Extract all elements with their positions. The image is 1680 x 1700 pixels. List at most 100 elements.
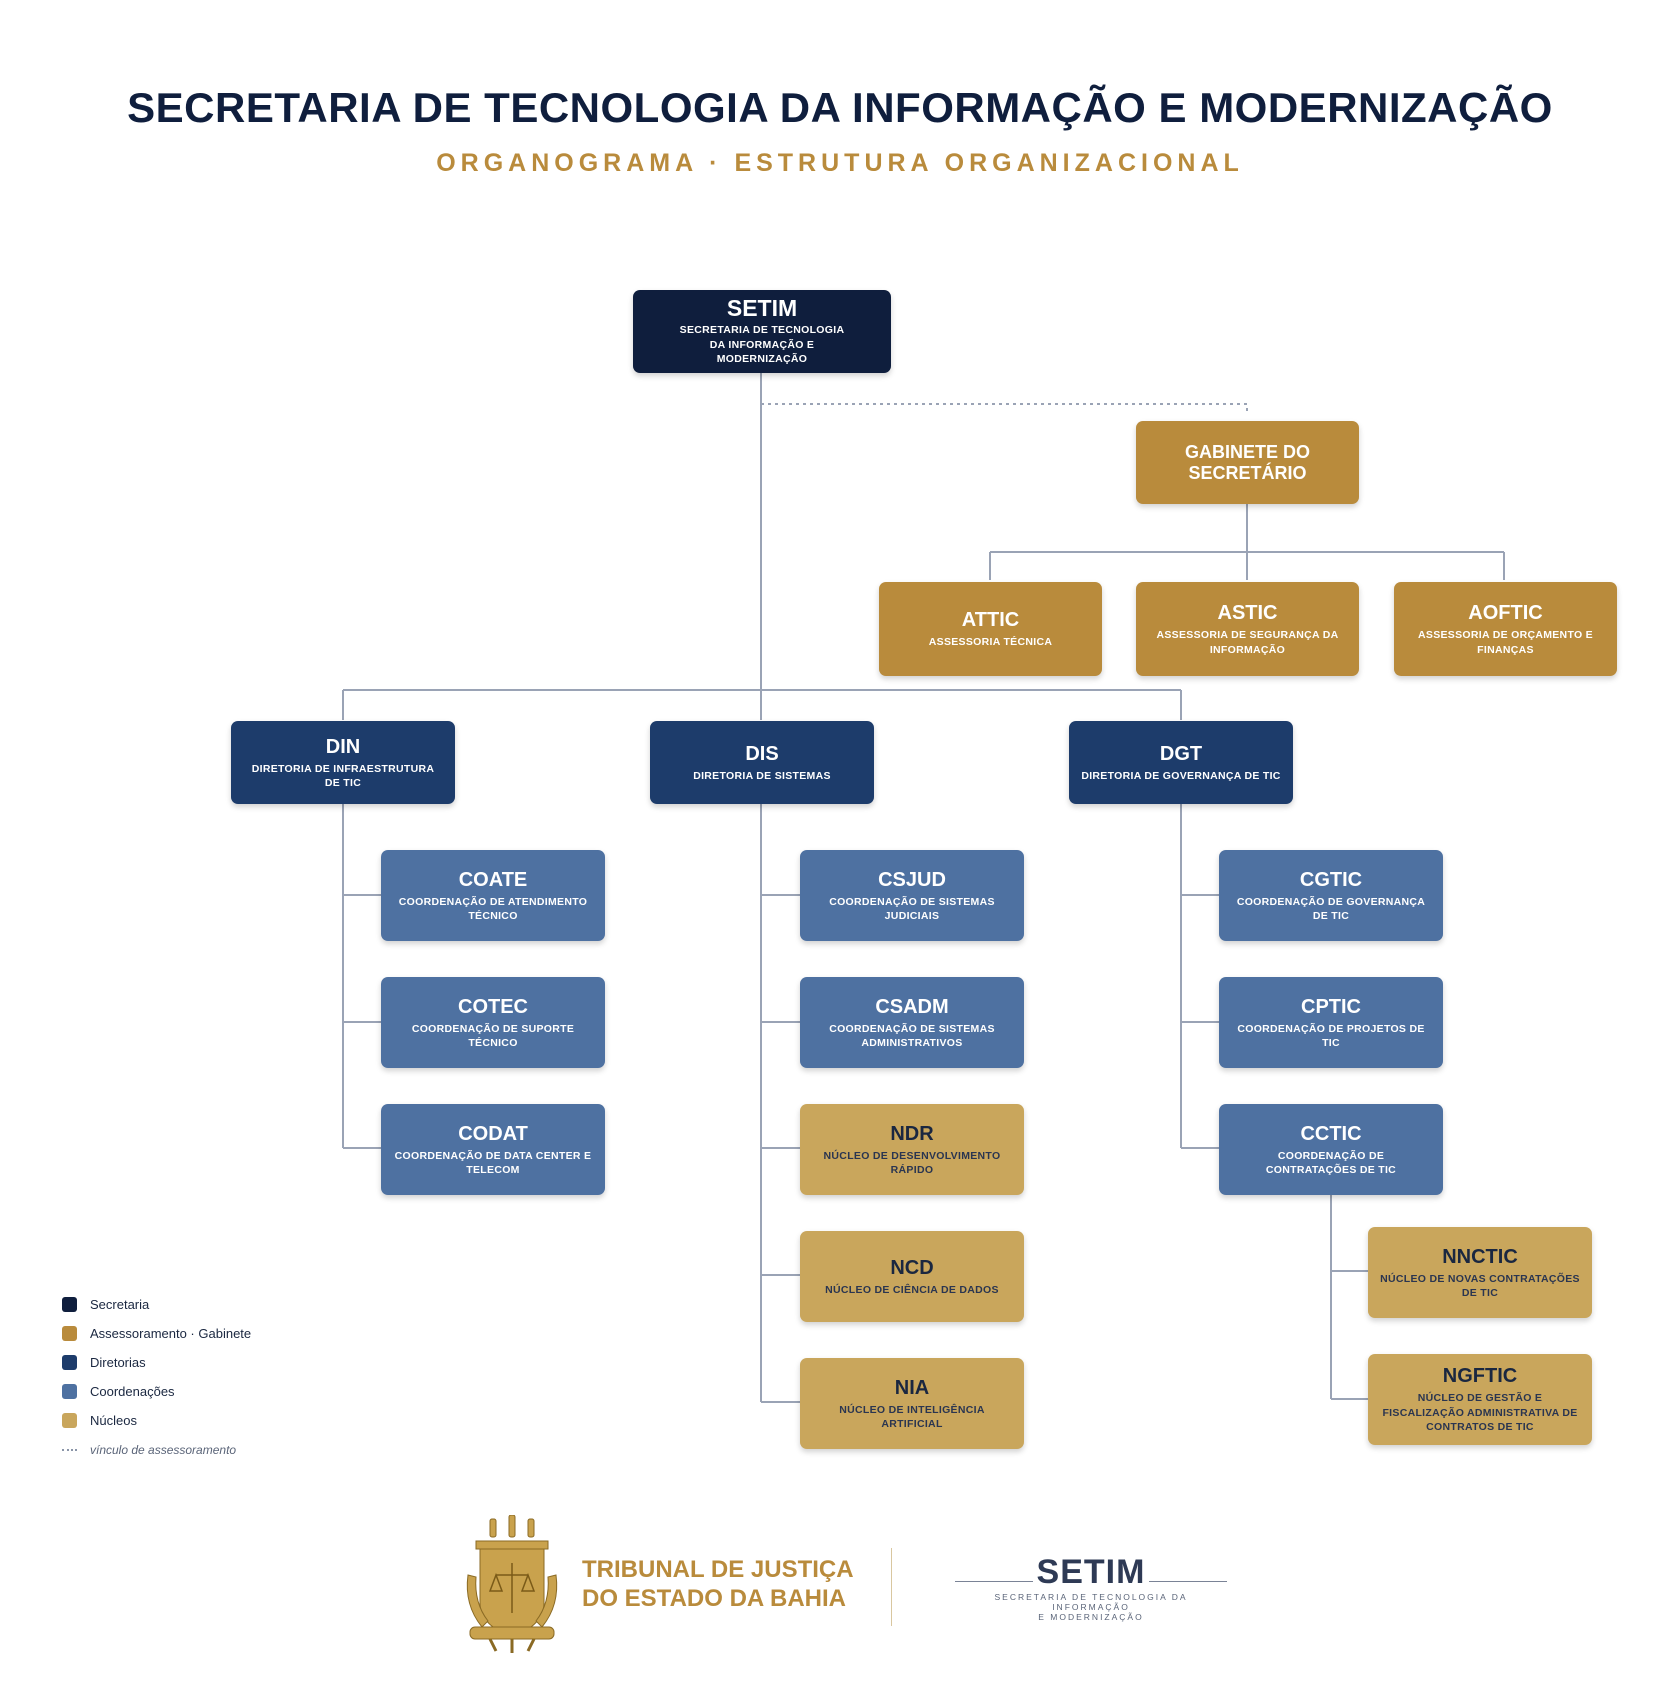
node-desc: NÚCLEO DE INTELIGÊNCIA ARTIFICIAL — [839, 1403, 985, 1431]
connector-diretorias — [342, 689, 1182, 720]
node-cgtic[interactable]: CGTIC COORDENAÇÃO DE GOVERNANÇA DE TIC — [1219, 850, 1443, 941]
node-desc: COORDENAÇÃO DE ATENDIMENTO TÉCNICO — [398, 895, 588, 923]
node-desc: COORDENAÇÃO DE CONTRATAÇÕES DE TIC — [1265, 1149, 1397, 1177]
node-ndr[interactable]: NDR NÚCLEO DE DESENVOLVIMENTO RÁPIDO — [800, 1104, 1024, 1195]
legend-label: Secretaria — [90, 1297, 150, 1312]
legend-dotted-line — [62, 1448, 77, 1451]
node-code: NIA — [894, 1376, 930, 1399]
legend-swatch — [62, 1297, 77, 1312]
node-code: CSADM — [875, 995, 949, 1018]
node-code: CCTIC — [1300, 1122, 1362, 1145]
logo-rule-left — [955, 1581, 1033, 1582]
legend-item-assessoramento: Assessoramento · Gabinete — [62, 1319, 251, 1348]
node-coate[interactable]: COATE COORDENAÇÃO DE ATENDIMENTO TÉCNICO — [381, 850, 605, 941]
connector-dgt — [1180, 804, 1219, 1149]
node-code: CGTIC — [1299, 868, 1363, 891]
legend-item-secretaria: Secretaria — [62, 1290, 251, 1319]
setim-logo-sub-line2: E MODERNIZAÇÃO — [1038, 1612, 1144, 1622]
node-desc: ASSESSORIA TÉCNICA — [928, 636, 1053, 649]
node-cctic[interactable]: CCTIC COORDENAÇÃO DE CONTRATAÇÕES DE TIC — [1219, 1104, 1443, 1195]
node-code: NGFTIC — [1442, 1365, 1518, 1388]
footer-divider — [891, 1548, 892, 1626]
legend-label: Coordenações — [90, 1384, 175, 1399]
node-setim[interactable]: SETIM SECRETARIA DE TECNOLOGIA DA INFORM… — [633, 290, 891, 373]
node-gabinete[interactable]: GABINETE DO SECRETÁRIO — [1136, 421, 1359, 504]
node-ncd[interactable]: NCD NÚCLEO DE CIÊNCIA DE DADOS — [800, 1231, 1024, 1322]
setim-logo-sub-line1: SECRETARIA DE TECNOLOGIA DA INFORMAÇÃO — [994, 1592, 1188, 1612]
connector-dotted-gabinete — [761, 403, 1248, 414]
node-code: DIN — [325, 735, 361, 758]
setim-logo-name: SETIM — [1036, 1553, 1146, 1591]
legend: Secretaria Assessoramento · Gabinete Dir… — [62, 1290, 251, 1464]
node-desc: COORDENAÇÃO DE GOVERNANÇA DE TIC — [1236, 895, 1426, 923]
tjba-name: TRIBUNAL DE JUSTIÇA DO ESTADO DA BAHIA — [582, 1555, 854, 1613]
node-desc: DIRETORIA DE SISTEMAS — [693, 769, 831, 782]
page-subtitle: ORGANOGRAMA · ESTRUTURA ORGANIZACIONAL — [436, 149, 1244, 177]
node-code: CPTIC — [1301, 995, 1361, 1018]
legend-label: Diretorias — [90, 1355, 146, 1370]
node-desc: COORDENAÇÃO DE DATA CENTER E TELECOM — [394, 1149, 592, 1177]
node-astic[interactable]: ASTIC ASSESSORIA DE SEGURANÇA DA INFORMA… — [1136, 582, 1359, 676]
node-din[interactable]: DIN DIRETORIA DE INFRAESTRUTURA DE TIC — [231, 721, 455, 804]
node-desc: ASSESSORIA DE SEGURANÇA DA INFORMAÇÃO — [1156, 629, 1339, 656]
node-codat[interactable]: CODAT COORDENAÇÃO DE DATA CENTER E TELEC… — [381, 1104, 605, 1195]
node-dis[interactable]: DIS DIRETORIA DE SISTEMAS — [650, 721, 874, 804]
legend-label: vínculo de assessoramento — [90, 1442, 237, 1457]
node-desc: SECRETARIA DE TECNOLOGIA DA INFORMAÇÃO E… — [679, 324, 845, 366]
node-desc: DIRETORIA DE INFRAESTRUTURA DE TIC — [251, 762, 435, 790]
connector-dis — [760, 804, 800, 1403]
node-code: AOFTIC — [1468, 602, 1543, 624]
connector-din — [342, 804, 381, 1149]
legend-item-coordenacoes: Coordenações — [62, 1377, 251, 1406]
node-code: NDR — [890, 1122, 934, 1145]
node-aoftic[interactable]: AOFTIC ASSESSORIA DE ORÇAMENTO E FINANÇA… — [1394, 582, 1617, 676]
legend-label: Núcleos — [90, 1413, 137, 1428]
legend-swatch — [62, 1355, 77, 1370]
node-dgt[interactable]: DGT DIRETORIA DE GOVERNANÇA DE TIC — [1069, 721, 1293, 804]
node-nnctic[interactable]: NNCTIC NÚCLEO DE NOVAS CONTRATAÇÕES DE T… — [1368, 1227, 1592, 1318]
node-desc: NÚCLEO DE DESENVOLVIMENTO RÁPIDO — [823, 1149, 1001, 1177]
tjba-emblem-logo — [466, 1515, 558, 1653]
connector-cctic — [1330, 1194, 1368, 1400]
node-code: ATTIC — [961, 609, 1020, 632]
connector-gabinete-assessorias — [989, 504, 1505, 580]
node-csadm[interactable]: CSADM COORDENAÇÃO DE SISTEMAS ADMINISTRA… — [800, 977, 1024, 1068]
tjba-name-line1: TRIBUNAL DE JUSTIÇA — [582, 1556, 854, 1583]
node-desc: NÚCLEO DE NOVAS CONTRATAÇÕES DE TIC — [1380, 1272, 1580, 1300]
node-code: NCD — [890, 1256, 934, 1279]
page-title: SECRETARIA DE TECNOLOGIA DA INFORMAÇÃO E… — [127, 84, 1553, 131]
legend-item-dotted: vínculo de assessoramento — [62, 1435, 251, 1464]
legend-item-nucleos: Núcleos — [62, 1406, 251, 1435]
tjba-name-line2: DO ESTADO DA BAHIA — [582, 1585, 846, 1612]
node-code: CODAT — [458, 1122, 528, 1145]
node-code: DGT — [1159, 742, 1203, 765]
node-code: SETIM — [726, 295, 798, 322]
legend-swatch — [62, 1384, 77, 1399]
node-desc: NÚCLEO DE GESTÃO E FISCALIZAÇÃO ADMINIST… — [1382, 1392, 1578, 1434]
logo-rule-right — [1149, 1581, 1227, 1582]
legend-item-diretorias: Diretorias — [62, 1348, 251, 1377]
node-code: ASTIC — [1217, 602, 1278, 624]
node-cptic[interactable]: CPTIC COORDENAÇÃO DE PROJETOS DE TIC — [1219, 977, 1443, 1068]
legend-label: Assessoramento · Gabinete — [90, 1326, 252, 1341]
node-code: COATE — [458, 868, 528, 891]
node-cotec[interactable]: COTEC COORDENAÇÃO DE SUPORTE TÉCNICO — [381, 977, 605, 1068]
node-desc: COORDENAÇÃO DE SISTEMAS ADMINISTRATIVOS — [829, 1022, 995, 1050]
node-desc: DIRETORIA DE GOVERNANÇA DE TIC — [1081, 769, 1281, 782]
node-code: GABINETE DO SECRETÁRIO — [1184, 441, 1310, 483]
node-csjud[interactable]: CSJUD COORDENAÇÃO DE SISTEMAS JUDICIAIS — [800, 850, 1024, 941]
node-ngftic[interactable]: NGFTIC NÚCLEO DE GESTÃO E FISCALIZAÇÃO A… — [1368, 1354, 1592, 1445]
node-desc: COORDENAÇÃO DE SUPORTE TÉCNICO — [411, 1022, 575, 1050]
node-desc: COORDENAÇÃO DE SISTEMAS JUDICIAIS — [829, 895, 995, 923]
node-nia[interactable]: NIA NÚCLEO DE INTELIGÊNCIA ARTIFICIAL — [800, 1358, 1024, 1449]
node-code: DIS — [745, 742, 779, 765]
legend-swatch — [62, 1326, 77, 1341]
node-attic[interactable]: ATTIC ASSESSORIA TÉCNICA — [879, 582, 1102, 676]
node-desc: COORDENAÇÃO DE PROJETOS DE TIC — [1237, 1022, 1425, 1050]
node-code: CSJUD — [878, 868, 946, 891]
node-desc: NÚCLEO DE CIÊNCIA DE DADOS — [825, 1283, 999, 1296]
node-code: COTEC — [458, 995, 528, 1018]
legend-swatch — [62, 1413, 77, 1428]
node-code: NNCTIC — [1442, 1245, 1518, 1268]
